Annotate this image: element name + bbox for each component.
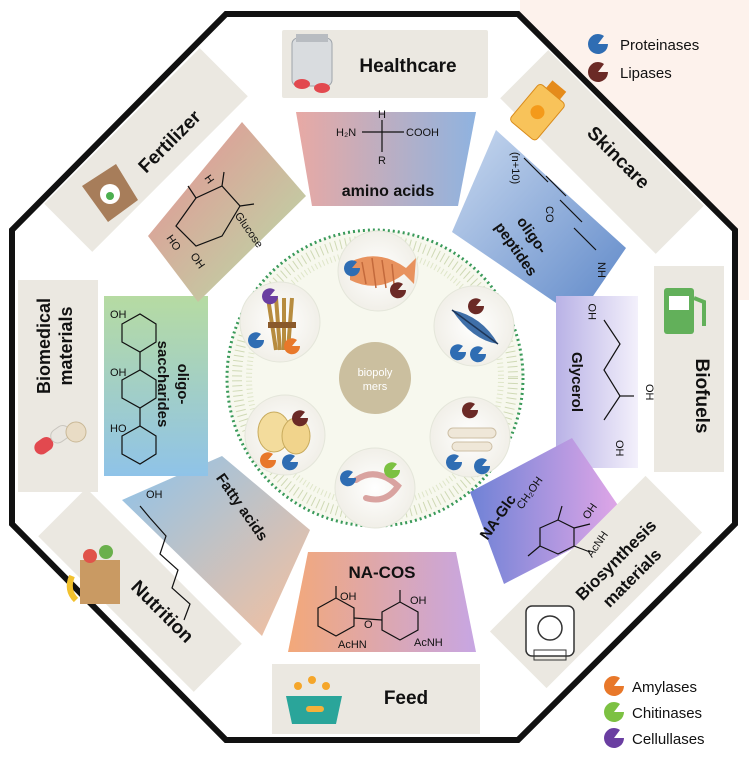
- legend-bottom: Amylases Chitinases Cellullases: [604, 676, 705, 749]
- sector-na-glc: [470, 438, 628, 584]
- shrimp-icon: [353, 471, 402, 503]
- legend-top: Proteinases Lipases: [587, 33, 699, 82]
- label-oligosaccharides-line2: saccharides: [154, 341, 171, 428]
- chem-nh: NH: [595, 262, 607, 278]
- lipase-legend-icon: [587, 61, 608, 82]
- legend-lipases: Lipases: [620, 65, 672, 82]
- grains-icon: [257, 411, 311, 455]
- sector-na-cos: [288, 552, 476, 652]
- chem-n-plus-10: (n+10): [509, 152, 521, 184]
- cellulase-legend-icon: [604, 728, 624, 749]
- straw-bundle-icon: [266, 297, 296, 351]
- label-biomedical-line1: Biomedical: [34, 298, 54, 394]
- center-biopolymers: [339, 342, 411, 414]
- chem-oh-cos-2: OH: [410, 595, 427, 607]
- chem-achn-cos: AcHN: [338, 639, 367, 651]
- fertilizer-sack-icon: [82, 164, 138, 222]
- proteinase-marker: [248, 332, 265, 349]
- fatty-acid-structure: [139, 505, 191, 621]
- na-glc-structure: [527, 505, 591, 557]
- proteinase-marker: [282, 454, 299, 471]
- panel-biomedical: [18, 280, 98, 492]
- proteinase-marker: [450, 344, 467, 361]
- chem-h2n: H₂N: [336, 127, 356, 139]
- panel-nutrition: [38, 488, 242, 692]
- chem-co: CO: [543, 206, 555, 223]
- legend-amylases: Amylases: [632, 679, 697, 696]
- sunscreen-bottle-icon: [510, 80, 567, 141]
- pill-bottle-icon: [291, 34, 333, 93]
- label-na-cos: NA-COS: [348, 563, 415, 582]
- chitinase-legend-icon: [604, 701, 624, 723]
- proteinase-marker: [470, 346, 487, 363]
- lipase-marker: [390, 282, 407, 299]
- disc-shrimp: [334, 447, 416, 529]
- amylase-marker: [260, 452, 277, 469]
- oligosaccharide-structure: [121, 313, 157, 465]
- chem-oh-cos-1: OH: [340, 591, 357, 603]
- chem-acnh-cos: AcNH: [414, 637, 443, 649]
- center-label-line2: mers: [363, 381, 388, 393]
- grocery-bag-icon: [66, 545, 120, 604]
- legend-cellullases: Cellullases: [632, 731, 705, 748]
- sector-amino-acids: [296, 112, 476, 206]
- glucose-structure: [175, 171, 255, 247]
- 3d-printer-icon: [525, 605, 575, 661]
- chem-h-top: H: [378, 109, 386, 121]
- label-biofuels: Biofuels: [691, 359, 712, 434]
- na-cos-structure: [317, 586, 419, 641]
- chem-oh-2: OH: [643, 384, 655, 401]
- sector-oligopeptides: [452, 130, 626, 318]
- label-oligosaccharides-line1: oligo-: [174, 364, 191, 405]
- proteinase-legend-icon: [588, 33, 608, 54]
- oligopeptide-structure: [523, 157, 597, 251]
- chem-oh-fatty: OH: [146, 489, 163, 501]
- panel-healthcare: [282, 30, 488, 98]
- label-glycerol: Glycerol: [568, 352, 585, 412]
- proteinase-marker: [340, 470, 357, 487]
- polymer-fringe-inner: [246, 249, 504, 507]
- proteinase-marker: [446, 454, 463, 471]
- chem-o-cos: O: [364, 619, 373, 631]
- proteinase-marker: [344, 260, 361, 277]
- sector-glycerol: [556, 296, 638, 468]
- product-sectors: [104, 112, 638, 652]
- chem-oh-os-1: OH: [110, 309, 127, 321]
- capsule-pill-icon: [34, 421, 87, 455]
- fuel-pump-icon: [664, 288, 706, 334]
- cellulase-marker: [262, 288, 279, 305]
- label-feed: Feed: [384, 688, 428, 709]
- chitinase-marker: [384, 462, 401, 479]
- chem-cooh: COOH: [406, 127, 439, 139]
- label-biomedical-line2: materials: [56, 306, 76, 385]
- amylase-marker: [284, 338, 301, 355]
- amylase-legend-icon: [604, 676, 624, 696]
- chem-oh-os-2: OH: [110, 367, 127, 379]
- label-amino-acids: amino acids: [342, 183, 435, 200]
- chem-r-bottom: R: [378, 155, 386, 167]
- legend-chitinases: Chitinases: [632, 705, 702, 722]
- legend-proteinases: Proteinases: [620, 37, 699, 54]
- lipase-marker: [292, 410, 309, 427]
- amino-acid-structure: [362, 120, 404, 152]
- center-label-line1: biopoly: [358, 367, 393, 379]
- sector-fatty-acids: [122, 456, 310, 636]
- feather-icon: [451, 309, 499, 345]
- fish-icon: [350, 256, 416, 289]
- chem-ho-1: HO: [587, 303, 599, 320]
- pet-food-bowl-icon: [286, 676, 342, 724]
- lipase-marker: [468, 298, 485, 315]
- sector-glucose: [148, 122, 306, 302]
- chem-ho-os-3: HO: [110, 423, 127, 435]
- label-healthcare: Healthcare: [359, 56, 456, 77]
- chem-oh-3: OH: [613, 440, 625, 457]
- lipase-marker: [462, 402, 479, 419]
- larvae-icon: [447, 427, 497, 452]
- enzyme-markers: [248, 260, 491, 487]
- proteinase-marker: [474, 458, 491, 475]
- glycerol-structure: [603, 319, 634, 421]
